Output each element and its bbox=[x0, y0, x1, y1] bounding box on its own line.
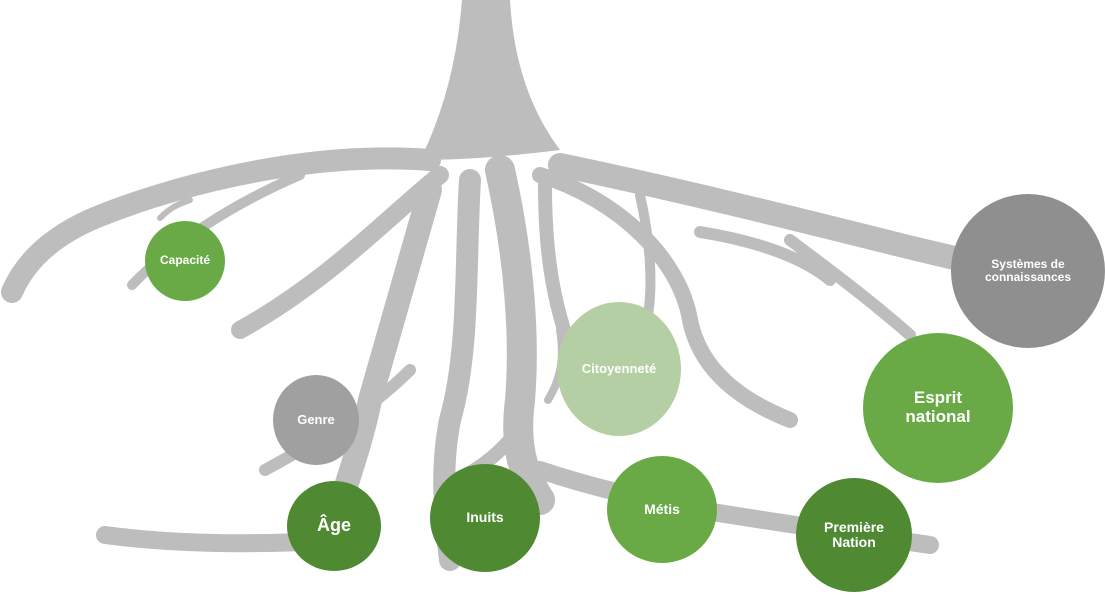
node-metis: Métis bbox=[607, 456, 717, 563]
node-age: Âge bbox=[287, 481, 381, 571]
node-citoyennete-label: Citoyenneté bbox=[581, 360, 657, 376]
node-esprit-national: Esprit national bbox=[863, 333, 1013, 483]
node-genre: Genre bbox=[273, 375, 359, 465]
node-esprit-national-label: Esprit national bbox=[905, 388, 971, 426]
node-premiere-nation-label: Première Nation bbox=[824, 518, 884, 550]
node-age-label: Âge bbox=[316, 515, 351, 536]
node-citoyennete: Citoyenneté bbox=[557, 302, 681, 436]
node-metis-label: Métis bbox=[644, 500, 680, 517]
node-premiere-nation: Première Nation bbox=[796, 478, 912, 592]
node-inuits: Inuits bbox=[430, 464, 540, 572]
node-capacite: Capacité bbox=[145, 221, 225, 301]
node-inuits-label: Inuits bbox=[466, 509, 504, 526]
node-genre-label: Genre bbox=[297, 411, 335, 427]
node-systemes-label: Systèmes de connaissances bbox=[984, 256, 1072, 284]
node-capacite-label: Capacité bbox=[159, 253, 211, 268]
node-systemes-de-connaissances: Systèmes de connaissances bbox=[951, 194, 1105, 348]
